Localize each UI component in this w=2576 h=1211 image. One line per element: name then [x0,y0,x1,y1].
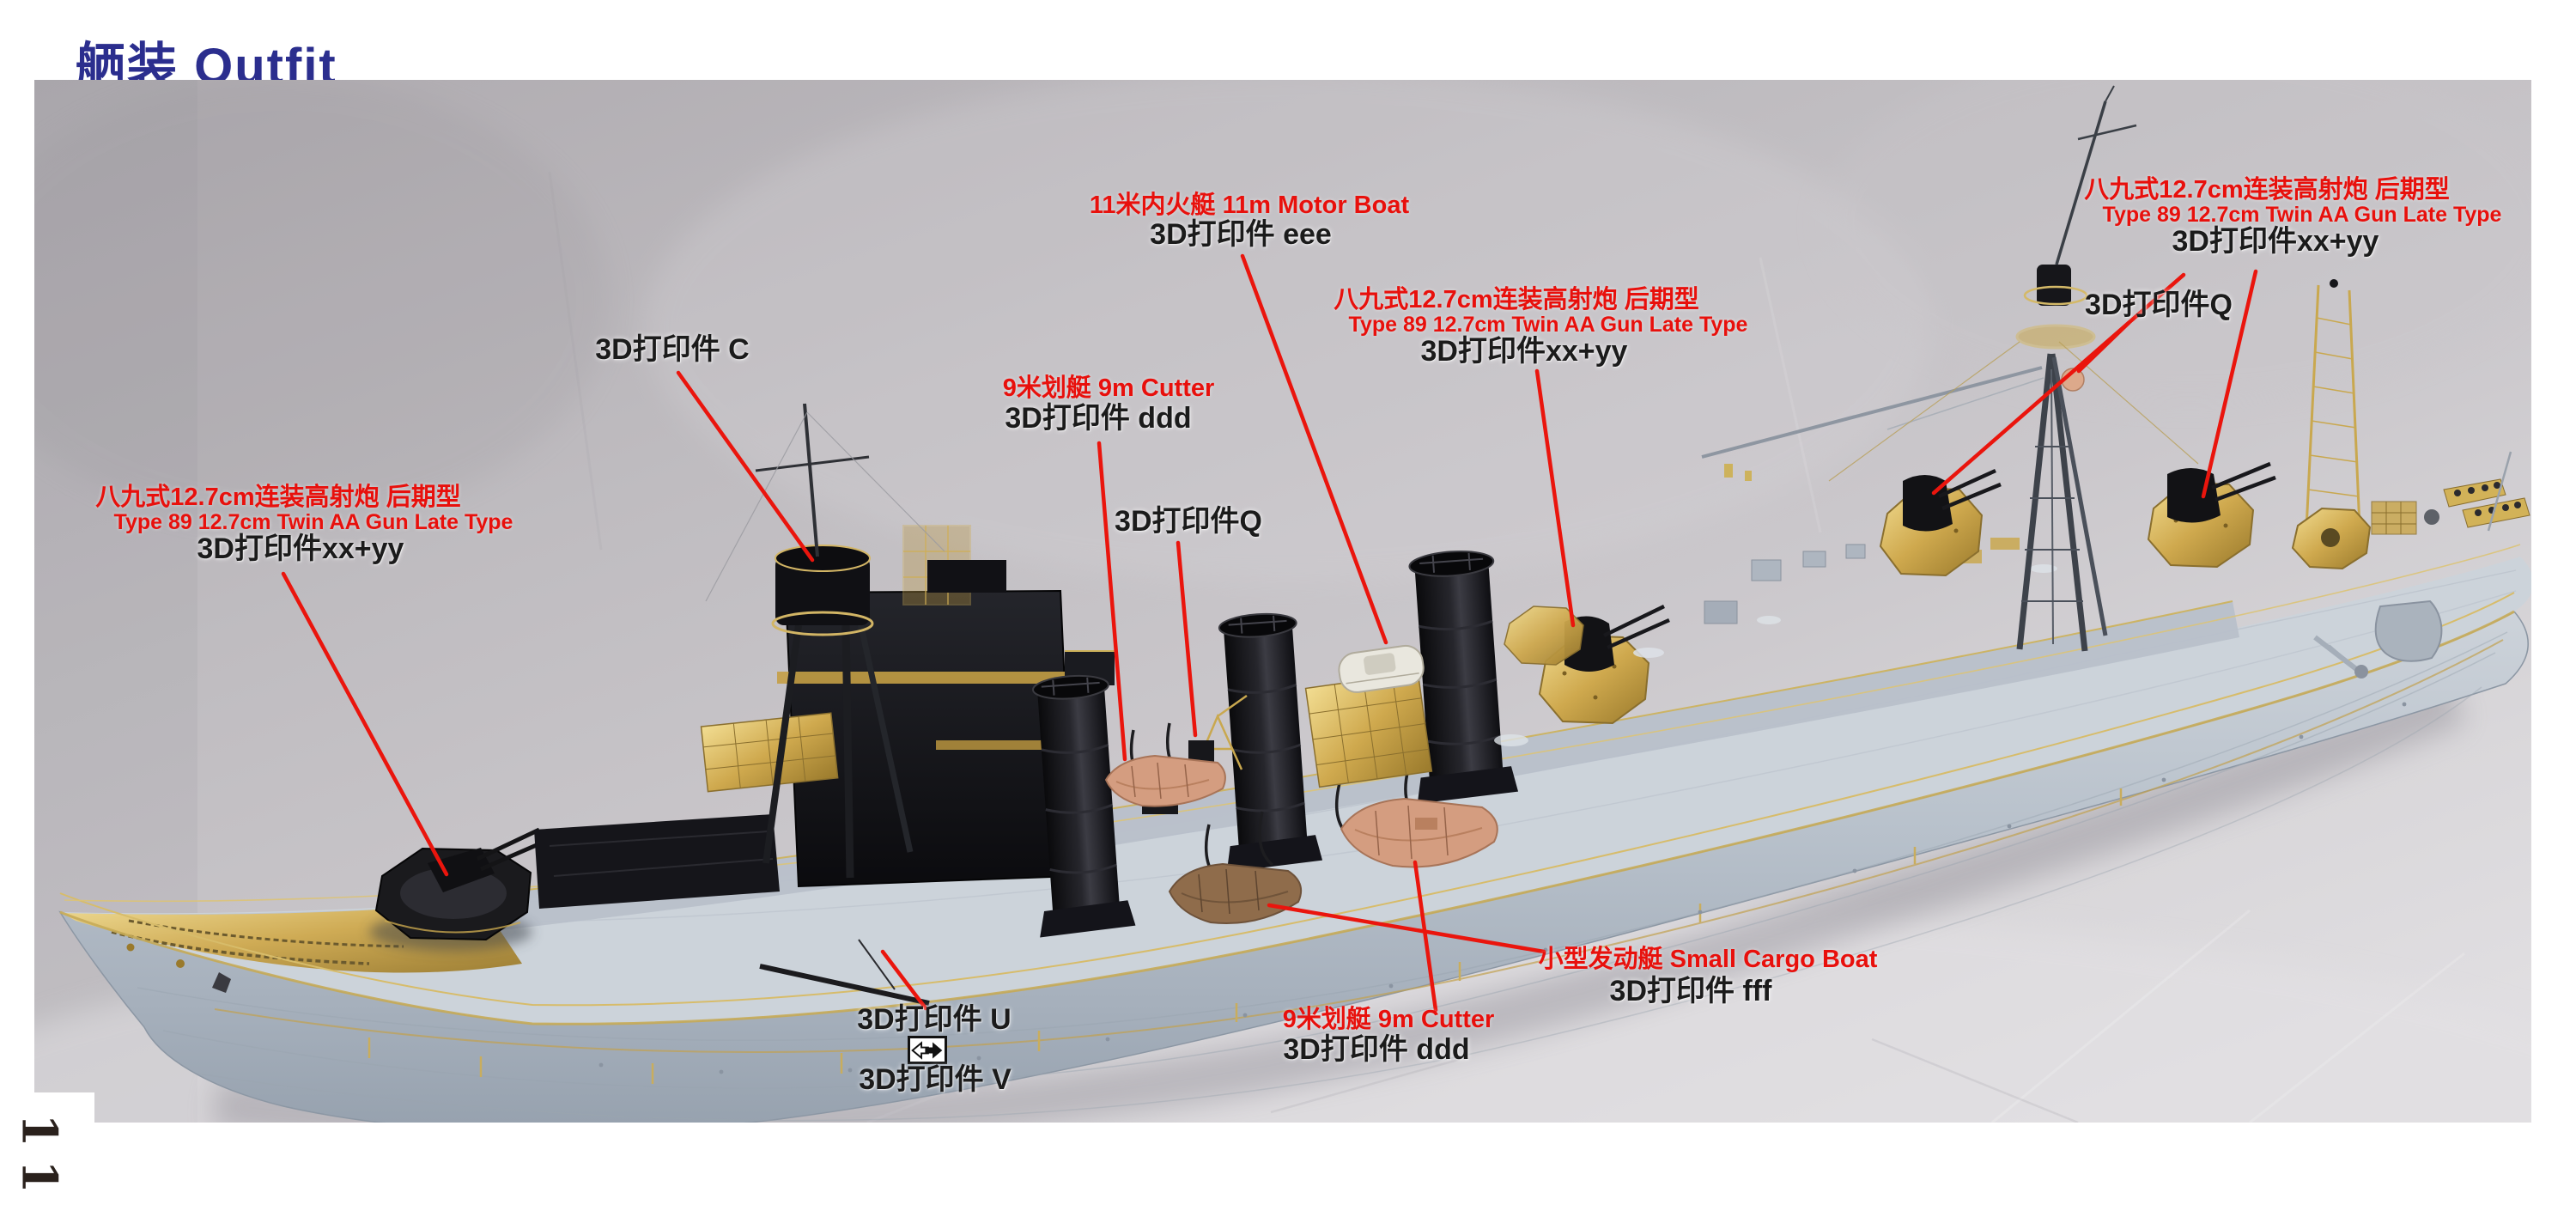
funnel-1 [1032,674,1136,938]
stern-fittings [2291,451,2530,570]
funnel-3 [1408,550,1519,804]
label-aa-mid-en: Type 89 12.7cm Twin AA Gun Late Type [1348,313,1748,337]
hull-gold-ticks [368,788,2123,1084]
label-cargo-boat-name: 小型发动艇 Small Cargo Boat [1538,946,1878,973]
leader-aa-topright-b [1931,272,2186,496]
cutter-9m-a [1104,754,1226,807]
anchor [212,972,231,993]
label-aa-left-zh: 八九式12.7cm连装高射炮 后期型 [95,484,461,511]
label-part-q-left: 3D打印件Q [1115,505,1262,538]
leader-part-c [676,370,815,563]
leader-aa-left [281,571,449,877]
leader-lines [281,253,2258,1013]
label-cargo-boat-part: 3D打印件 fff [1609,975,1772,1007]
portholes [598,702,2407,1074]
boat-boom [759,964,930,1006]
funnel-2 [1218,612,1323,873]
derrick-lattice [2305,279,2361,530]
label-aa-mid-zh: 八九式12.7cm连装高射炮 后期型 [1334,286,1699,313]
leader-aa-topright-a [2201,269,2258,499]
degaussing-band [214,639,2504,1053]
aa-tub-small [1504,606,1584,666]
leader-aa-mid [1534,368,1576,628]
photo-corner-notch [34,1092,94,1123]
bow-aa-gun [369,827,545,951]
leader-cutter-bottom [1413,860,1438,1013]
label-aa-topright-en: Type 89 12.7cm Twin AA Gun Late Type [2102,203,2502,227]
ship-model [58,85,2534,1134]
mainmast [1701,85,2199,652]
label-part-q-right: 3D打印件Q [2085,289,2233,321]
label-motor-boat-name: 11米内火艇 11m Motor Boat [1089,192,1410,219]
rudder-propeller [2313,599,2443,679]
swap-arrows-icon [908,1036,947,1064]
label-aa-left-en: Type 89 12.7cm Twin AA Gun Late Type [113,510,513,534]
deck-edge-rail [59,592,2515,1007]
motor-boat-11m [1338,644,1425,693]
label-part-c: 3D打印件 C [595,333,750,366]
label-motor-boat-part: 3D打印件 eee [1150,218,1332,251]
label-cutter-top-part: 3D打印件 ddd [1005,402,1192,435]
cargo-boat-small [1168,862,1302,924]
label-part-u: 3D打印件 U [857,1003,1012,1036]
motor-boat-platform [1304,672,1433,788]
aft-aa-gun-port [1879,468,2002,577]
label-cutter-top-name: 9米划艇 9m Cutter [1002,374,1215,402]
leader-motor-boat [1240,253,1388,645]
label-aa-topright-zh: 八九式12.7cm连装高射炮 后期型 [2084,176,2450,204]
label-aa-mid-part: 3D打印件xx+yy [1420,335,1628,368]
cutter-9m-b [1340,797,1498,868]
leader-q-left [1176,540,1198,738]
leader-cutter-top [1097,441,1127,762]
label-aa-left-part: 3D打印件xx+yy [197,532,404,565]
page-number-digit-1: 1 [10,1113,68,1147]
page-number-digit-2: 1 [10,1159,68,1194]
fore-deckhouse [534,814,780,909]
label-cutter-bottom-name: 9米划艇 9m Cutter [1282,1006,1495,1033]
label-cutter-bottom-part: 3D打印件 ddd [1283,1033,1470,1066]
label-aa-topright-part: 3D打印件xx+yy [2172,225,2379,258]
leader-uv [880,949,928,1011]
label-part-v: 3D打印件 V [859,1063,1012,1096]
foremast [705,403,945,879]
leader-cargo-boat [1267,903,1546,954]
